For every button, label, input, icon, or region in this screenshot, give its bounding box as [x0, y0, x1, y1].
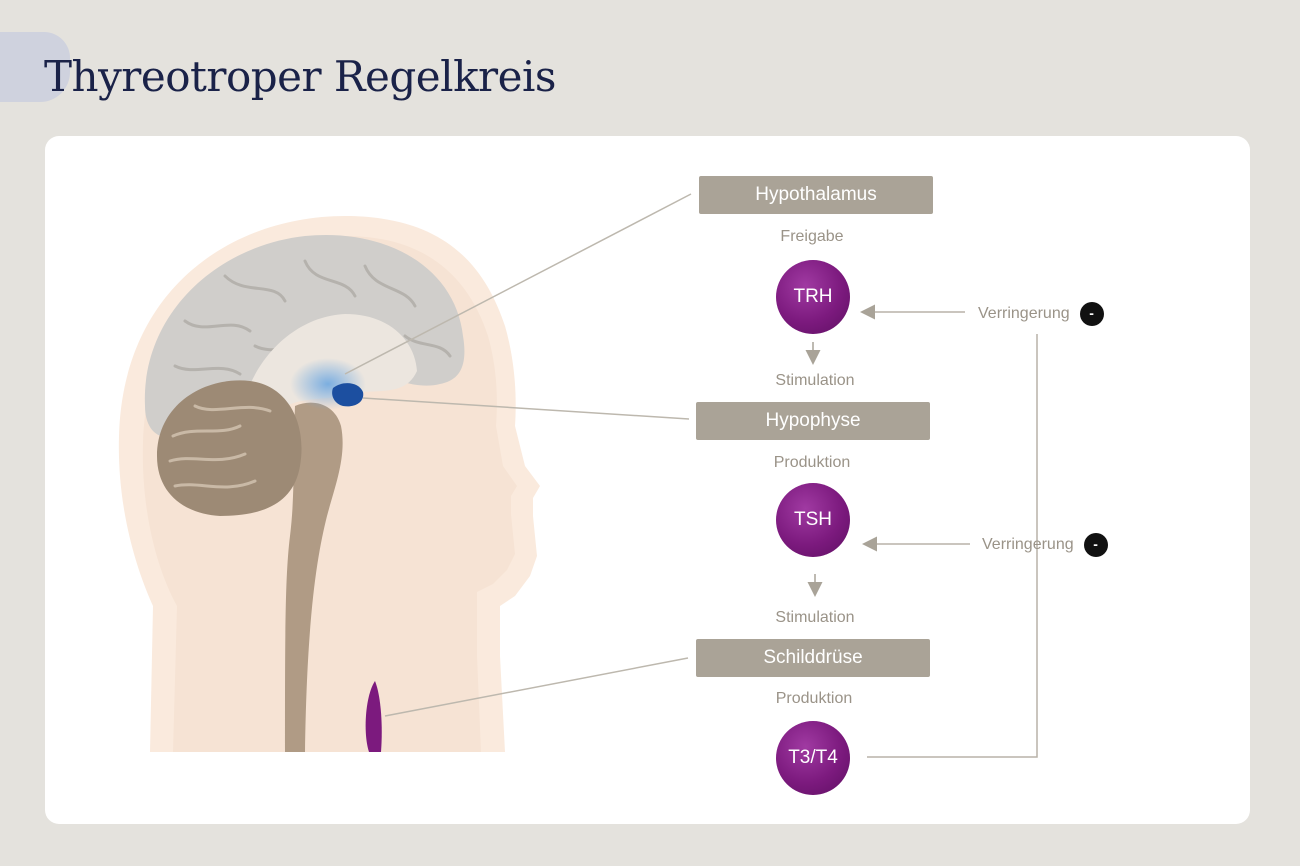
leader-schilddruese: [384, 657, 689, 717]
brainstem: [285, 402, 343, 752]
feedback-upper-label: Verringerung: [978, 305, 1070, 322]
minus-icon: -: [1083, 533, 1108, 557]
head-illustration: [118, 216, 540, 752]
step-produktion-1: Produktion: [773, 454, 851, 471]
feedback-line-t3t4: [867, 334, 1038, 758]
diagram-panel: Hypothalamus Hypophyse Schilddrüse Freig…: [45, 136, 1250, 824]
leader-hypothalamus: [344, 193, 692, 375]
cerebellum: [157, 380, 302, 516]
page-title: Thyreotroper Regelkreis: [44, 52, 556, 101]
step-stimulation-1: Stimulation: [775, 372, 855, 389]
thyroid-gland: [365, 681, 382, 752]
label-hypothalamus: Hypothalamus: [699, 176, 933, 214]
label-schilddruese: Schilddrüse: [696, 639, 930, 677]
step-freigabe: Freigabe: [780, 228, 844, 245]
corner-accent: [0, 32, 70, 102]
leader-hypophyse: [362, 397, 690, 420]
diagram-canvas: [118, 193, 1038, 758]
pituitary-gland: [332, 383, 364, 407]
hormone-trh: TRH: [776, 260, 850, 334]
hormone-tsh: TSH: [776, 483, 850, 557]
label-hypophyse: Hypophyse: [696, 402, 930, 440]
hormone-t3t4: T3/T4: [776, 721, 850, 795]
feedback-upper: Verringerung -: [978, 302, 1104, 326]
step-stimulation-2: Stimulation: [775, 609, 855, 626]
minus-icon: -: [1079, 302, 1104, 326]
feedback-lower-label: Verringerung: [982, 536, 1074, 553]
feedback-lower: Verringerung -: [982, 533, 1108, 557]
step-produktion-2: Produktion: [775, 690, 853, 707]
